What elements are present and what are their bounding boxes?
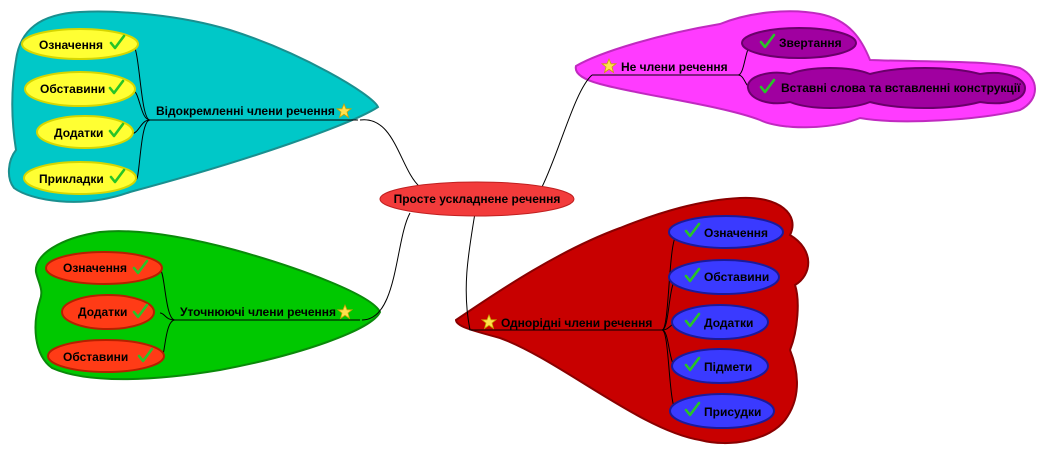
leaf-shape	[671, 348, 769, 384]
leaf-clarifying-1[interactable]: Додатки	[61, 294, 155, 330]
branch-homogeneous[interactable]: Однорідні члени речення	[481, 314, 652, 330]
leaf-label: Додатки	[704, 316, 753, 330]
leaf-shape	[746, 67, 1027, 109]
leaf-shape	[36, 115, 134, 149]
branch-non-members-label: Не члени речення	[621, 60, 728, 74]
leaf-separated-2[interactable]: Додатки	[36, 115, 134, 149]
leaf-label: Означення	[39, 38, 103, 52]
leaf-label: Додатки	[78, 305, 127, 319]
leaf-separated-0[interactable]: Означення	[21, 28, 139, 60]
center-node-label: Просте ускладнене речення	[394, 192, 561, 206]
leaf-label: Обставини	[63, 350, 128, 364]
leaf-separated-1[interactable]: Обставини	[24, 71, 136, 107]
leaf-clarifying-0[interactable]: Означення	[45, 251, 163, 285]
leaf-label: Звертання	[779, 36, 842, 50]
branch-clarifying[interactable]: Уточнюючі члени речення	[180, 304, 353, 319]
leaf-label: Вставні слова та вставленні конструкції	[781, 81, 1021, 95]
leaf-non-members-1[interactable]: Вставні слова та вставленні конструкції	[746, 67, 1027, 109]
leaf-shape	[45, 251, 163, 285]
leaf-homogeneous-2[interactable]: Додатки	[671, 304, 769, 340]
leaf-homogeneous-0[interactable]: Означення	[668, 215, 784, 249]
leaf-label: Означення	[63, 261, 127, 275]
leaf-shape	[668, 259, 780, 295]
leaf-non-members-0[interactable]: Звертання	[741, 27, 857, 59]
leaf-homogeneous-4[interactable]: Присудки	[669, 393, 775, 429]
leaf-label: Прикладки	[39, 172, 104, 186]
leaf-label: Присудки	[704, 405, 761, 419]
branch-homogeneous-label: Однорідні члени речення	[501, 316, 652, 330]
leaf-shape	[669, 393, 775, 429]
leaf-label: Обставини	[40, 82, 105, 96]
branch-separated-label: Відокремленні члени речення	[156, 104, 335, 118]
leaf-separated-3[interactable]: Прикладки	[23, 161, 137, 195]
leaf-shape	[23, 161, 137, 195]
branch-clarifying-label: Уточнюючі члени речення	[180, 305, 336, 319]
leaf-shape	[21, 28, 139, 60]
leaf-label: Додатки	[54, 126, 103, 140]
leaf-label: Означення	[704, 226, 768, 240]
branch-non-members[interactable]: Не члени речення	[601, 58, 728, 74]
leaf-shape	[741, 27, 857, 59]
branch-separated[interactable]: Відокремленні члени речення	[156, 103, 352, 118]
leaf-shape	[671, 304, 769, 340]
leaf-homogeneous-3[interactable]: Підмети	[671, 348, 769, 384]
center-node-shape	[379, 181, 575, 217]
leaf-label: Обставини	[704, 270, 769, 284]
separated-branch-background	[8, 10, 380, 203]
leaf-shape	[47, 339, 165, 373]
leaf-shape	[61, 294, 155, 330]
leaf-clarifying-2[interactable]: Обставини	[47, 339, 165, 373]
leaf-label: Підмети	[704, 360, 752, 374]
leaf-homogeneous-1[interactable]: Обставини	[668, 259, 780, 295]
center-node[interactable]: Просте ускладнене речення	[379, 181, 575, 217]
leaf-shape	[24, 71, 136, 107]
